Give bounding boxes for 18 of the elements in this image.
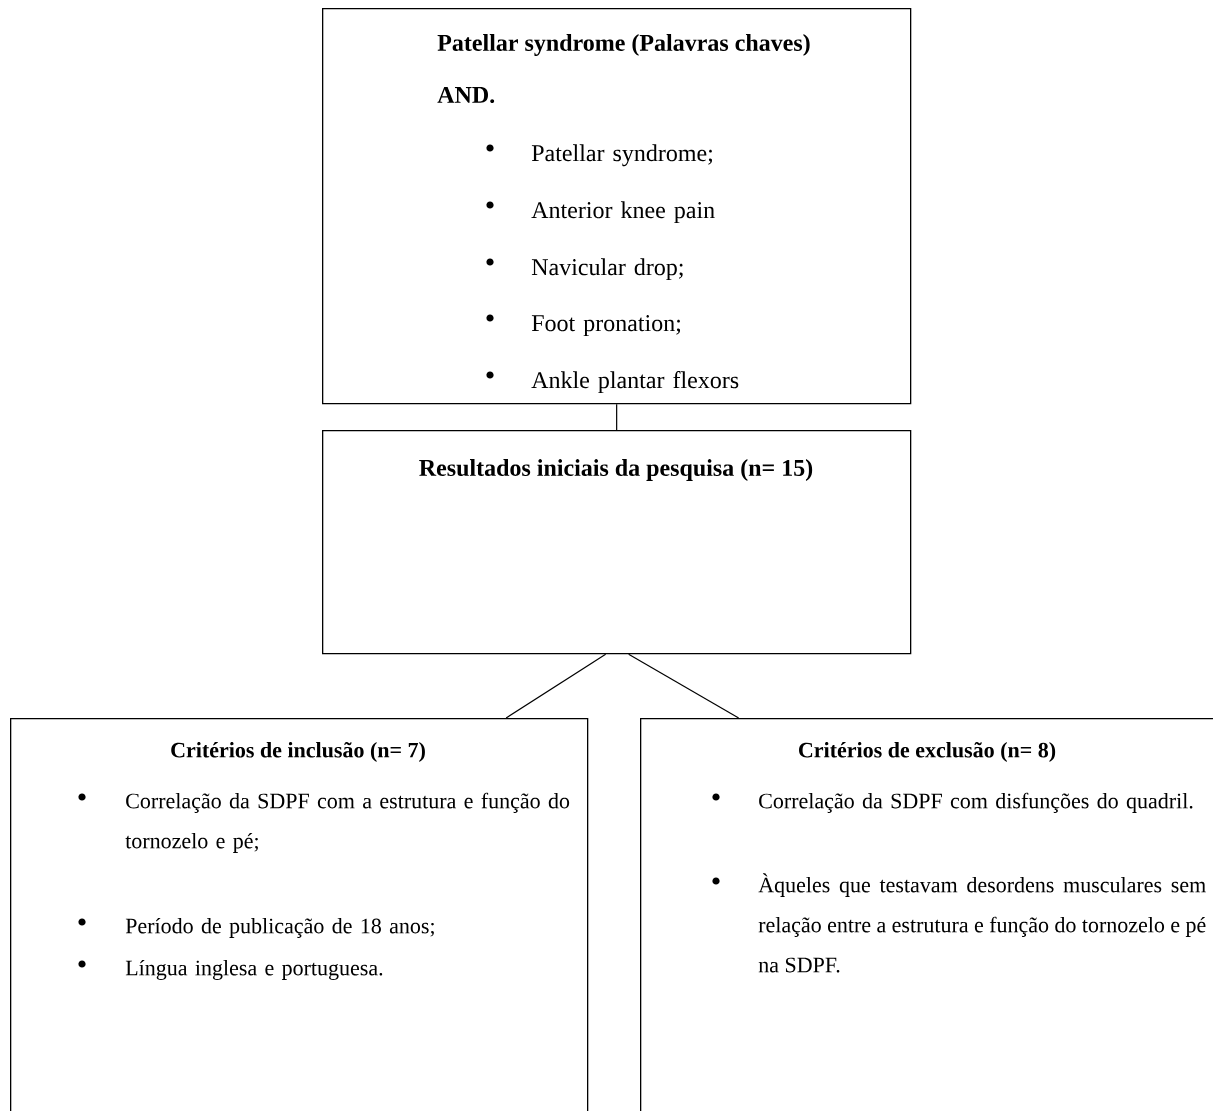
bullet-item: Ankle plantar flexors — [486, 371, 739, 394]
bullet-item: Período de publicação de 18 anos; — [78, 917, 434, 938]
bullet-item: Correlação da SDPF com disfunções do quadril. — [712, 792, 1193, 813]
bullet-item: Navicular drop; — [486, 258, 683, 281]
bullet-item: Foot pronation; — [486, 314, 681, 337]
connector-line — [616, 403, 618, 431]
bullet-item: Àqueles que testavam desordens musculares sem relação entre a estrutura e função do tornozelo e pé na SDPF. — [712, 873, 1206, 973]
heading-text: Resultados iniciais da pesquisa (n= 15) — [419, 459, 813, 481]
bullet-item: Língua inglesa e portuguesa. — [78, 959, 383, 980]
heading-text: Critérios de inclusão (n= 7) — [171, 742, 425, 762]
connector-line — [505, 653, 607, 719]
bullet-item: Anterior knee pain — [486, 201, 715, 224]
heading-text: Critérios de exclusão (n= 8) — [799, 742, 1056, 762]
heading-text: AND. — [437, 86, 495, 104]
connector-line — [628, 653, 740, 719]
heading-text: Patellar syndrome (Palavras chaves) — [437, 34, 810, 56]
bullet-item: Patellar syndrome; — [486, 144, 712, 167]
bullet-item: Correlação da SDPF com a estrutura e função do tornozelo e pé; — [78, 792, 570, 853]
